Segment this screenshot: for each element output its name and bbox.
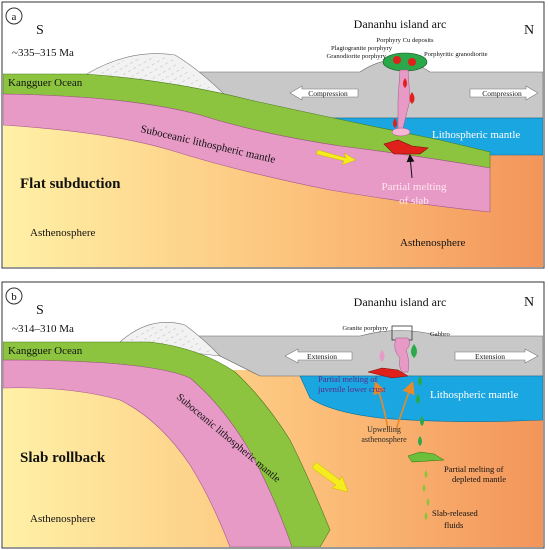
slab-fluids-label-1: Slab-released: [432, 508, 479, 518]
of-slab-label-a: of slab: [399, 195, 429, 207]
pm-depleted-label-2: depleted mantle: [452, 474, 506, 484]
partial-melting-label-a: Partial melting: [381, 181, 447, 193]
panel-a-letter: a: [12, 11, 17, 23]
arc-title-a: Dananhu island arc: [354, 17, 447, 31]
magma-conduit-a: [382, 52, 428, 137]
lith-mantle-label-a: Lithospheric mantle: [432, 129, 520, 141]
panel-b: b S N ~314–310 Ma Dananhu island arc Gra…: [1, 281, 545, 549]
compression-arrow-left: [289, 85, 359, 101]
extension-right-label: Extension: [475, 352, 505, 361]
upwelling-arrow-left: [373, 381, 389, 431]
subduction-arrow-a: [315, 149, 357, 166]
ocean-label-a: Kangguer Ocean: [8, 77, 83, 89]
arc-title-b: Dananhu island arc: [354, 295, 447, 309]
extension-left-label: Extension: [307, 352, 337, 361]
panel-a-badge: [5, 7, 23, 25]
north-label-a: N: [524, 23, 534, 38]
pm-depleted-label-1: Partial melting of: [444, 464, 504, 474]
granite-porphyry-label: Granite porphyry: [342, 325, 388, 332]
age-label-b: ~314–310 Ma: [12, 323, 74, 335]
granodiorite-label: Granodiorite porphyry: [326, 53, 386, 60]
compression-left-label: Compression: [308, 89, 348, 98]
south-label-b: S: [36, 303, 44, 318]
upwelling-arrow-right: [395, 381, 415, 431]
upwelling-label-2: asthenosphere: [361, 435, 407, 444]
upwelling-label-1: Upwelling: [367, 425, 401, 434]
north-label-b: N: [524, 295, 534, 310]
process-label-a: Flat subduction: [20, 176, 121, 192]
pm-juvenile-label-1: Partial melting of: [318, 374, 378, 384]
panel-b-badge: [5, 287, 23, 305]
asthenosphere-label-a-left: Asthenosphere: [30, 227, 95, 239]
gabbro-label: Gabbro: [430, 331, 450, 338]
south-label-a: S: [36, 23, 44, 38]
compression-arrow-right: [469, 85, 539, 101]
plagiogranite-label: Plagiogranite porphyry: [331, 45, 393, 52]
extension-arrow-left: [284, 348, 353, 364]
partial-melting-pointer-a: [406, 154, 415, 179]
suboceanic-mantle-a: [3, 93, 491, 213]
compression-right-label: Compression: [482, 89, 522, 98]
suboceanic-mantle-b: [3, 359, 293, 547]
age-label-a: ~335–315 Ma: [12, 47, 74, 59]
panel-a: a S N ~335–315 Ma Dananhu island arc Por…: [1, 1, 545, 269]
process-label-b: Slab rollback: [20, 450, 106, 466]
rollback-arrow-b: [311, 461, 349, 493]
lithospheric-mantle-b: [299, 375, 543, 422]
asthenosphere-label-b-left: Asthenosphere: [30, 513, 95, 525]
porphyritic-granodiorite-label: Porphyritic granodiorite: [424, 51, 488, 58]
magma-conduit-b: [367, 325, 445, 520]
panel-b-letter: b: [11, 291, 17, 303]
asthenosphere-label-a-right: Asthenosphere: [400, 237, 465, 249]
extension-arrow-right: [454, 348, 539, 364]
pm-juvenile-label-2: juvenile lower crust: [317, 384, 386, 394]
slab-fluids-label-2: fluids: [444, 520, 463, 530]
ocean-label-b: Kangguer Ocean: [8, 345, 83, 357]
porphyry-cu-label: Porphyry Cu deposits: [376, 37, 434, 44]
lith-mantle-label-b: Lithospheric mantle: [430, 389, 518, 401]
slab-melt-a: [383, 139, 429, 155]
